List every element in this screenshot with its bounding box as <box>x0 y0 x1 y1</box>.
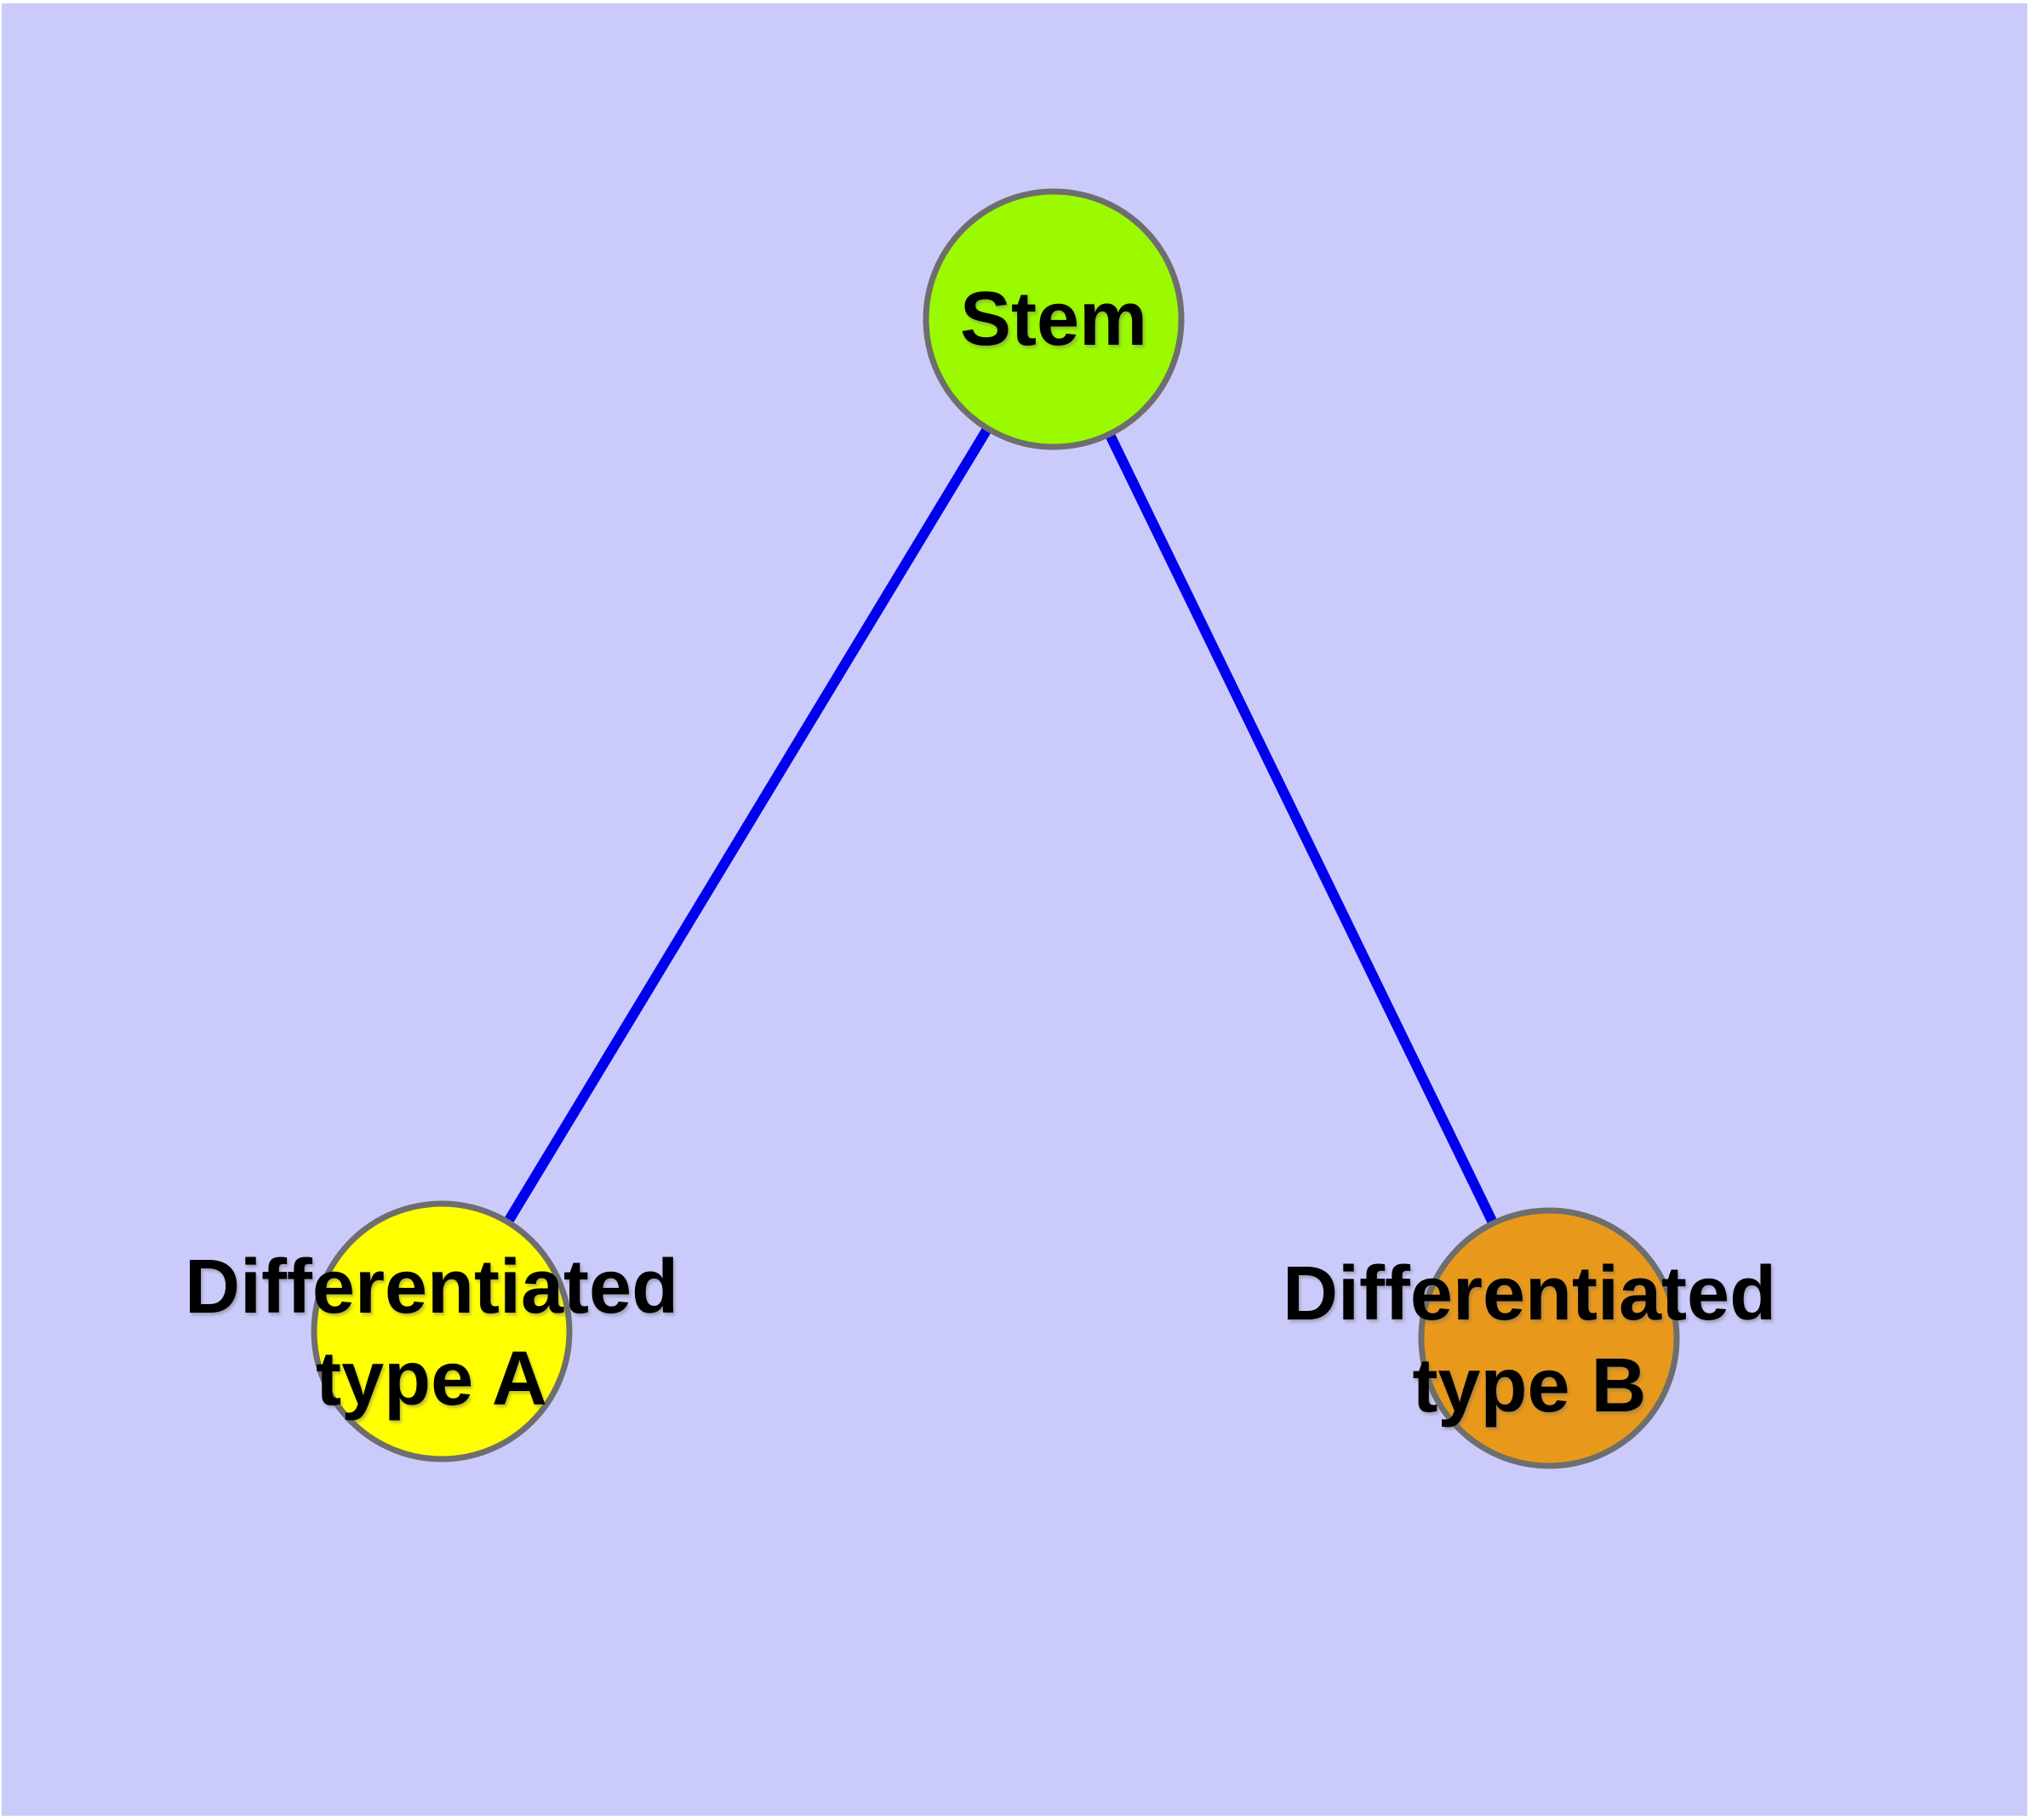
node-label-stem: Stem <box>959 277 1148 362</box>
node-label-differentiated-type-b: Differentiated type B <box>1282 1251 1777 1428</box>
node-stem-circle <box>923 188 1185 450</box>
edge-stem-to-type-b <box>1049 317 1554 1341</box>
node-differentiated-type-b-circle <box>1418 1207 1680 1469</box>
edge-stem-to-type-a <box>437 316 1059 1335</box>
node-differentiated-type-a-circle <box>311 1200 573 1462</box>
node-label-differentiated-type-a: Differentiated type A <box>184 1245 679 1422</box>
